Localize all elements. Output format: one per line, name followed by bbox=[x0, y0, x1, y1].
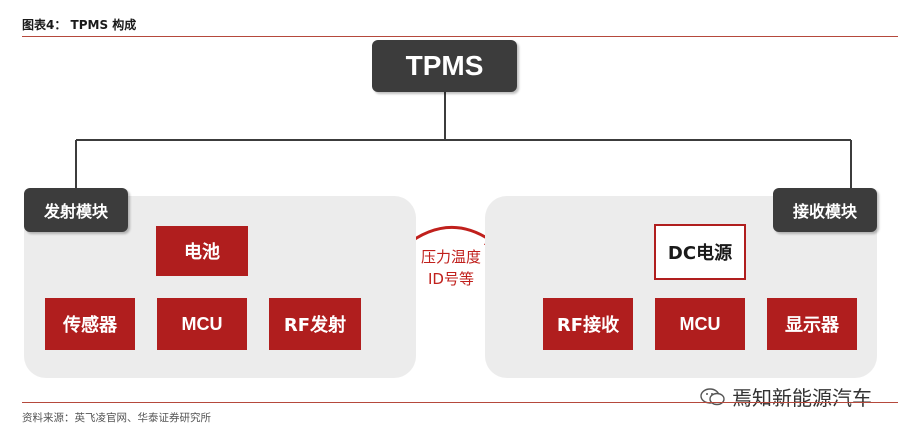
signal-label-line1: 压力温度 bbox=[420, 248, 481, 266]
top-divider bbox=[22, 36, 898, 37]
source-note: 资料来源：英飞凌官网、华泰证券研究所 bbox=[22, 412, 211, 424]
bottom-divider bbox=[22, 402, 898, 403]
display-box: 显示器 bbox=[767, 298, 857, 350]
receiver-module-tag: 接收模块 bbox=[773, 188, 877, 232]
root-node: TPMS bbox=[372, 40, 517, 92]
mcu-tx-box: MCU bbox=[157, 298, 247, 350]
wechat-icon bbox=[700, 387, 726, 407]
watermark-text: 焉知新能源汽车 bbox=[732, 386, 872, 410]
signal-label-line2: ID号等 bbox=[428, 270, 474, 288]
dc-power-box: DC电源 bbox=[654, 224, 746, 280]
rf-receive-box: RF接收 bbox=[543, 298, 633, 350]
transmitter-module-tag: 发射模块 bbox=[24, 188, 128, 232]
signal-label: 压力温度 ID号等 bbox=[410, 246, 492, 290]
signal-arc bbox=[404, 226, 491, 248]
battery-box: 电池 bbox=[156, 226, 248, 276]
watermark: 焉知新能源汽车 bbox=[700, 382, 872, 411]
sensor-box: 传感器 bbox=[45, 298, 135, 350]
figure-title: 图表4： TPMS 构成 bbox=[22, 18, 137, 32]
rf-transmit-box: RF发射 bbox=[269, 298, 361, 350]
mcu-rx-box: MCU bbox=[655, 298, 745, 350]
